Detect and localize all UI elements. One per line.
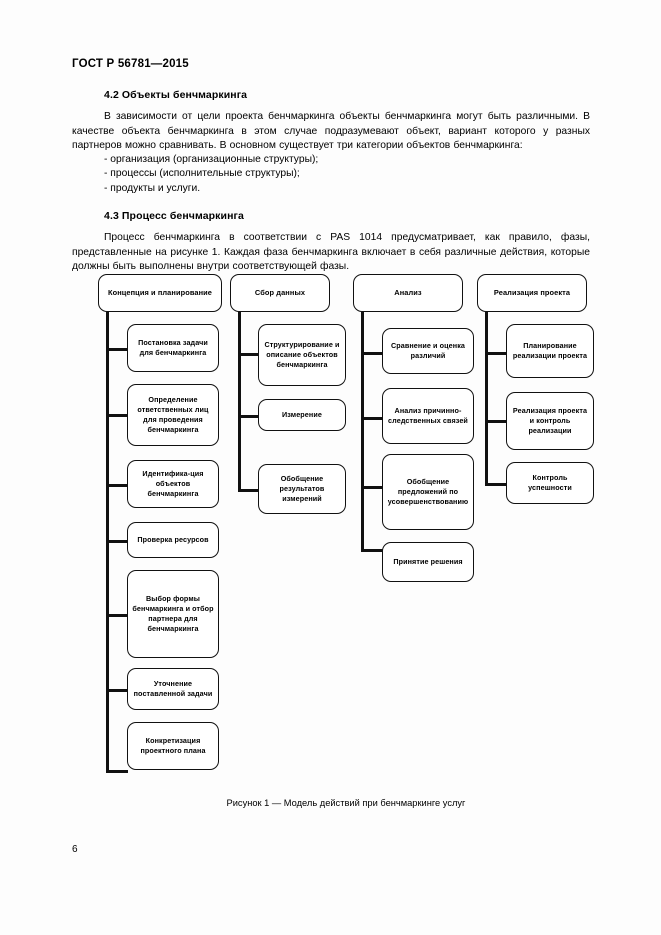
connector-stub: [361, 549, 383, 552]
phase-header-data-collection: Сбор данных: [230, 274, 330, 312]
list-item: - процессы (исполнительные структуры);: [104, 168, 300, 180]
figure-benchmarking-model: Концепция и планирование Постановка зада…: [96, 274, 596, 808]
task-node-3-3: Обобщение предложений по усовершенствова…: [382, 454, 474, 530]
task-node-1-5: Выбор формы бенчмаркинга и отбор партнер…: [127, 570, 219, 658]
section-paragraph-4-3: Процесс бенчмаркинга в соответствии с PA…: [72, 232, 590, 272]
connector-stub: [106, 348, 128, 351]
page-number: 6: [72, 844, 78, 855]
connector-stub: [106, 689, 128, 692]
task-node-3-1: Сравнение и оценка различий: [382, 328, 474, 374]
task-node-1-6: Уточнение поставленной задачи: [127, 668, 219, 710]
task-node-3-4: Принятие решения: [382, 542, 474, 582]
task-node-4-2: Реализация проекта и контроль реализации: [506, 392, 594, 450]
connector-stub: [485, 420, 507, 423]
list-item: - продукты и услуги.: [104, 182, 201, 194]
connector-stub: [485, 483, 507, 486]
task-node-1-3: Идентифика-ция объектов бенчмаркинга: [127, 460, 219, 508]
connector-stub: [361, 486, 383, 489]
task-node-3-2: Анализ причинно-следственных связей: [382, 388, 474, 444]
connector-stub: [361, 352, 383, 355]
task-node-2-3: Обобщение результатов измерений: [258, 464, 346, 514]
phase-header-analysis: Анализ: [353, 274, 463, 312]
connector-trunk-col2: [238, 312, 241, 492]
connector-stub: [361, 417, 383, 420]
object-category-list: - организация (организационные структуры…: [72, 153, 590, 196]
connector-stub: [106, 414, 128, 417]
section-heading-4-3: 4.3 Процесс бенчмаркинга: [104, 210, 244, 223]
running-head: ГОСТ Р 56781—2015: [72, 58, 189, 70]
connector-stub: [106, 540, 128, 543]
task-node-4-1: Планирование реализации проекта: [506, 324, 594, 378]
body-text-block: 4.2 Объекты бенчмаркинга В зависимости о…: [72, 88, 590, 274]
connector-trunk-col3: [361, 312, 364, 552]
connector-stub: [238, 415, 259, 418]
list-item: - организация (организационные структуры…: [104, 154, 319, 166]
section-paragraph-4-2: В зависимости от цели проекта бенчмаркин…: [72, 111, 590, 151]
task-node-2-2: Измерение: [258, 399, 346, 431]
figure-caption: Рисунок 1 — Модель действий при бенчмарк…: [226, 798, 466, 808]
section-heading-4-2: 4.2 Объекты бенчмаркинга: [104, 89, 248, 101]
task-node-2-1: Структурирование и описание объектов бен…: [258, 324, 346, 386]
connector-stub: [106, 770, 128, 773]
task-node-1-1: Постановка задачи для бенчмаркинга: [127, 324, 219, 372]
phase-header-concept-planning: Концепция и планирование: [98, 274, 222, 312]
connector-stub: [106, 484, 128, 487]
connector-stub: [238, 353, 259, 356]
phase-header-project-implementation: Реализация проекта: [477, 274, 587, 312]
connector-stub: [238, 489, 259, 492]
task-node-4-3: Контроль успешности: [506, 462, 594, 504]
task-node-1-4: Проверка ресурсов: [127, 522, 219, 558]
task-node-1-7: Конкретизация проектного плана: [127, 722, 219, 770]
task-node-1-2: Определение ответственных лиц для провед…: [127, 384, 219, 446]
connector-trunk-col4: [485, 312, 488, 486]
connector-stub: [485, 352, 507, 355]
connector-stub: [106, 614, 128, 617]
